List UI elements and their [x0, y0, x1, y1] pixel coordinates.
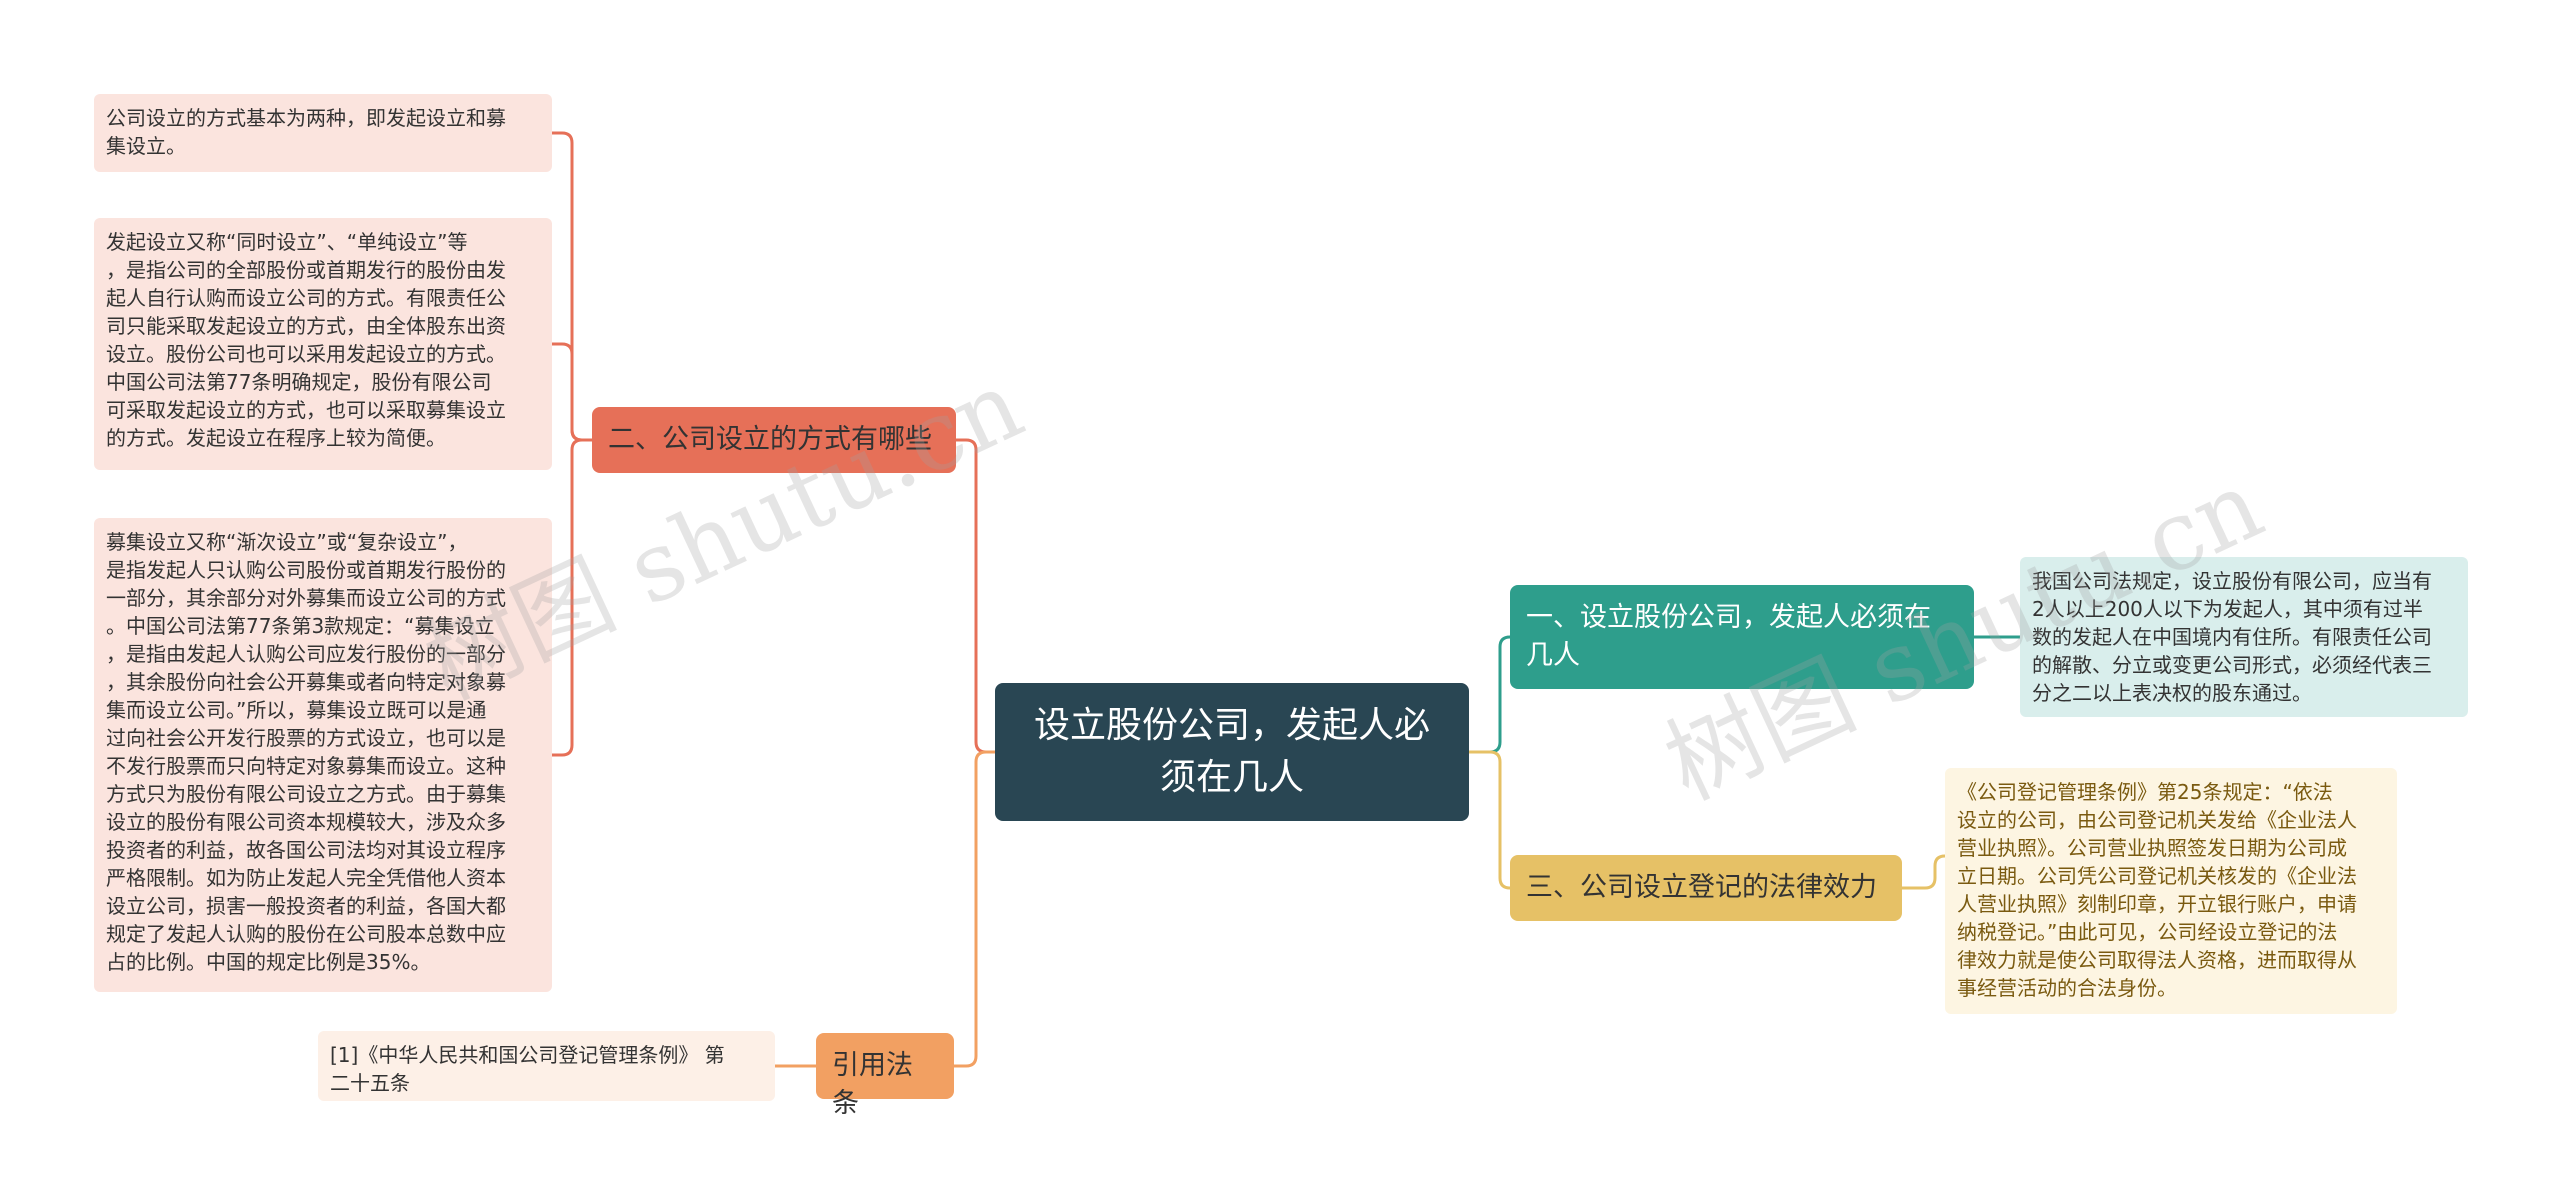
branch-label: 引用法条 — [832, 1050, 913, 1119]
connector-root-b4 — [954, 750, 995, 1068]
leaf-text: 公司设立的方式基本为两种，即发起设立和募 集设立。 — [106, 106, 506, 158]
leaf-text: 《公司登记管理条例》第25条规定：“依法 设立的公司，由公司登记机关发给《企业法… — [1957, 780, 2357, 1000]
branch-registration-effect[interactable]: 三、公司设立登记的法律效力 — [1510, 855, 1902, 921]
connector-b2-leaf3 — [552, 438, 592, 757]
branch-establishment-methods[interactable]: 二、公司设立的方式有哪些 — [592, 407, 956, 473]
branch-cited-laws[interactable]: 引用法条 — [816, 1033, 954, 1119]
branch-label: 二、公司设立的方式有哪些 — [608, 424, 932, 455]
root-topic-label: 设立股份公司，发起人必 须在几人 — [1033, 705, 1430, 798]
connector-b3-leaf — [1902, 854, 1946, 890]
leaf-promotion-establishment[interactable]: 发起设立又称“同时设立”、“单纯设立”等 ，是指公司的全部股份或首期发行的股份由… — [94, 218, 552, 470]
connector-root-b1 — [1469, 635, 1511, 754]
leaf-text: 我国公司法规定，设立股份有限公司，应当有 2人以上200人以下为发起人，其中须有… — [2032, 569, 2432, 705]
leaf-methods-overview[interactable]: 公司设立的方式基本为两种，即发起设立和募 集设立。 — [94, 94, 552, 172]
leaf-text: 募集设立又称“渐次设立”或“复杂设立”， 是指发起人只认购公司股份或首期发行股份… — [106, 530, 506, 974]
connector-root-b3 — [1469, 750, 1511, 890]
root-topic[interactable]: 设立股份公司，发起人必 须在几人 — [995, 683, 1469, 821]
leaf-offering-establishment[interactable]: 募集设立又称“渐次设立”或“复杂设立”， 是指发起人只认购公司股份或首期发行股份… — [94, 518, 552, 992]
branch-label: 三、公司设立登记的法律效力 — [1526, 872, 1877, 903]
connector-b2-leaf2 — [552, 342, 592, 442]
leaf-text: [1]《中华人民共和国公司登记管理条例》 第 二十五条 — [330, 1043, 725, 1095]
branch-label: 一、设立股份公司，发起人必须在 几人 — [1526, 602, 1931, 671]
leaf-registration-effect-detail[interactable]: 《公司登记管理条例》第25条规定：“依法 设立的公司，由公司登记机关发给《企业法… — [1945, 768, 2397, 1014]
branch-founders-count[interactable]: 一、设立股份公司，发起人必须在 几人 — [1510, 585, 1974, 689]
leaf-cited-law-1[interactable]: [1]《中华人民共和国公司登记管理条例》 第 二十五条 — [318, 1031, 775, 1101]
leaf-text: 发起设立又称“同时设立”、“单纯设立”等 ，是指公司的全部股份或首期发行的股份由… — [106, 230, 506, 450]
leaf-founders-count-detail[interactable]: 我国公司法规定，设立股份有限公司，应当有 2人以上200人以下为发起人，其中须有… — [2020, 557, 2468, 717]
